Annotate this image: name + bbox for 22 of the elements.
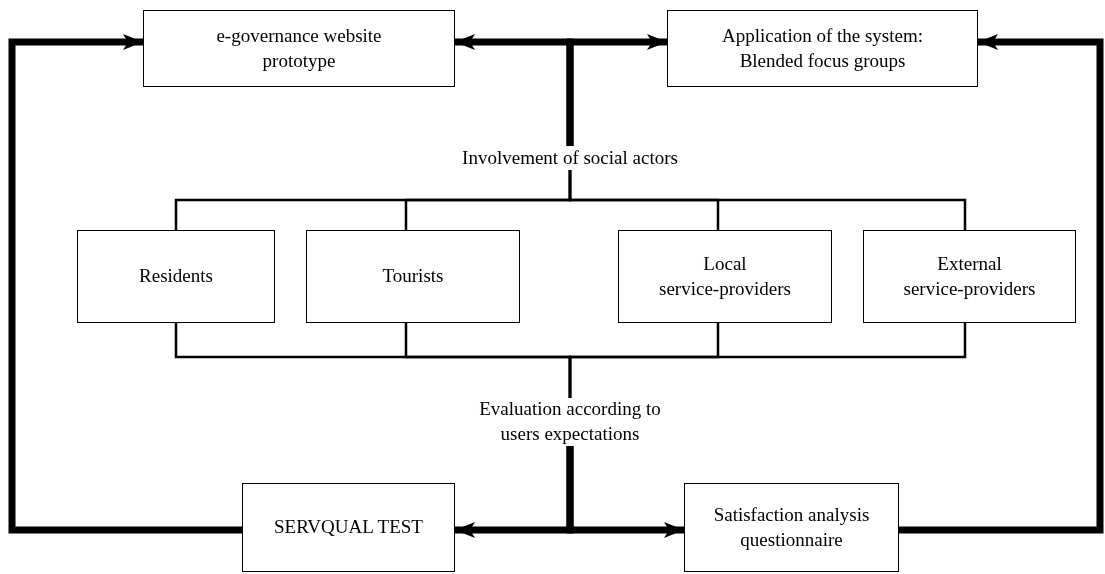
box-label: SERVQUAL TEST <box>274 515 423 540</box>
box-label: External service-providers <box>902 251 1037 301</box>
process-box <box>306 230 520 323</box>
box-label: Application of the system: Blended focus groups <box>720 23 925 73</box>
process-box <box>77 230 275 323</box>
flow-label: Involvement of social actors <box>462 145 678 170</box>
box-label: e-governance website prototype <box>215 23 383 73</box>
flow-label: Evaluation according to users expectations <box>478 397 662 446</box>
process-box <box>143 10 455 87</box>
process-box <box>684 483 899 572</box>
arrow <box>899 34 1104 534</box>
process-box <box>667 10 978 87</box>
process-box <box>242 483 455 572</box>
connector-line <box>568 170 967 230</box>
box-label: Satisfaction analysis questionnaire <box>712 502 871 552</box>
process-box <box>618 230 832 323</box>
process-box <box>863 230 1076 323</box>
box-label: Tourists <box>382 264 444 289</box>
arrow <box>8 34 242 534</box>
box-label: Local service-providers <box>658 251 792 301</box>
connector-line <box>568 323 967 398</box>
box-label: Residents <box>139 264 213 289</box>
